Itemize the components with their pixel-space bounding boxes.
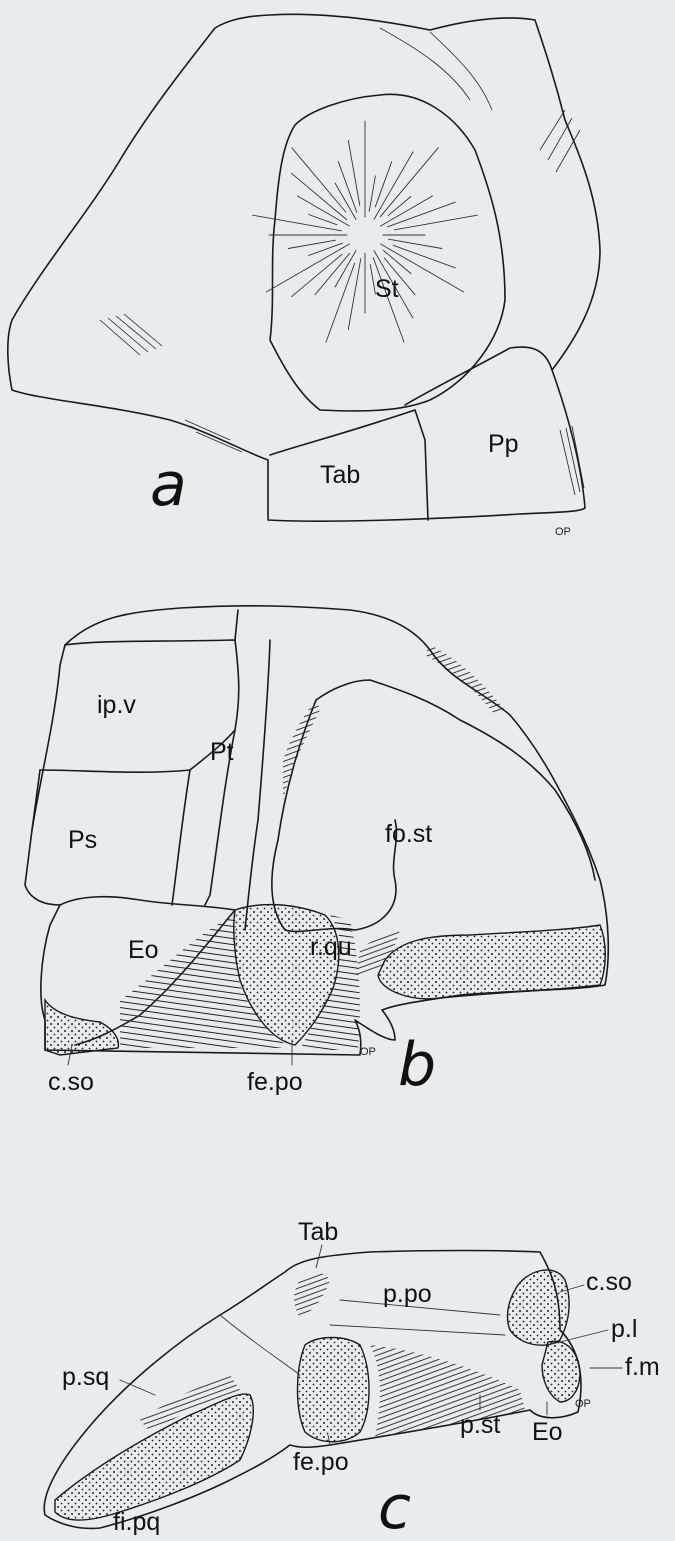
label-ipv: ip.v bbox=[97, 691, 136, 719]
c-hatched-region bbox=[370, 1345, 525, 1438]
label-ps: Ps bbox=[68, 826, 97, 854]
label-pt: Pt bbox=[210, 738, 234, 766]
c-label-cso: c.so bbox=[586, 1268, 632, 1296]
panel-b: ip.v Pt Ps fo.st Eo r.qu c.so fe.po b OP bbox=[25, 606, 608, 1100]
pp-bone-outline bbox=[405, 347, 552, 405]
panel-c: Tab p.po c.so p.l f.m p.sq fe.po p.st Eo… bbox=[44, 1218, 659, 1541]
panel-c-letter: c bbox=[378, 1473, 411, 1541]
label-fost: fo.st bbox=[385, 820, 432, 848]
label-pp: Pp bbox=[488, 430, 519, 458]
ps-bone-outline bbox=[32, 770, 190, 905]
c-fepo-stipple bbox=[298, 1338, 370, 1442]
panel-a: St Pp Tab a OP bbox=[8, 14, 600, 538]
label-fepo: fe.po bbox=[247, 1068, 303, 1096]
label-st: St bbox=[375, 275, 399, 303]
cso-stipple bbox=[45, 1000, 118, 1055]
label-eo: Eo bbox=[128, 936, 159, 964]
panel-b-initials: OP bbox=[360, 1046, 376, 1058]
c-label-fipq: fi.pq bbox=[113, 1508, 160, 1536]
st-bone-outline bbox=[270, 94, 505, 411]
c-cso-stipple bbox=[508, 1270, 570, 1345]
st-sculpture bbox=[253, 121, 478, 342]
c-label-tab: Tab bbox=[298, 1218, 338, 1246]
label-tab: Tab bbox=[320, 461, 360, 489]
c-label-ppo: p.po bbox=[383, 1280, 432, 1308]
panel-c-initials: OP bbox=[575, 1398, 591, 1410]
ipv-bone-outline bbox=[40, 640, 239, 772]
c-label-psq: p.sq bbox=[62, 1363, 109, 1391]
label-cso: c.so bbox=[48, 1068, 94, 1096]
c-label-fm: f.m bbox=[625, 1353, 660, 1381]
c-label-pst: p.st bbox=[460, 1411, 500, 1439]
c-label-fepo: fe.po bbox=[293, 1448, 349, 1476]
panel-a-initials: OP bbox=[555, 526, 571, 538]
panel-a-letter: a bbox=[150, 450, 187, 520]
fost-fossa-outline bbox=[272, 680, 595, 931]
c-label-eo: Eo bbox=[532, 1418, 563, 1446]
rqu-stipple bbox=[378, 925, 605, 999]
label-rqu: r.qu bbox=[310, 933, 352, 961]
c-label-pl: p.l bbox=[611, 1315, 637, 1343]
panel-b-letter: b bbox=[398, 1030, 436, 1100]
